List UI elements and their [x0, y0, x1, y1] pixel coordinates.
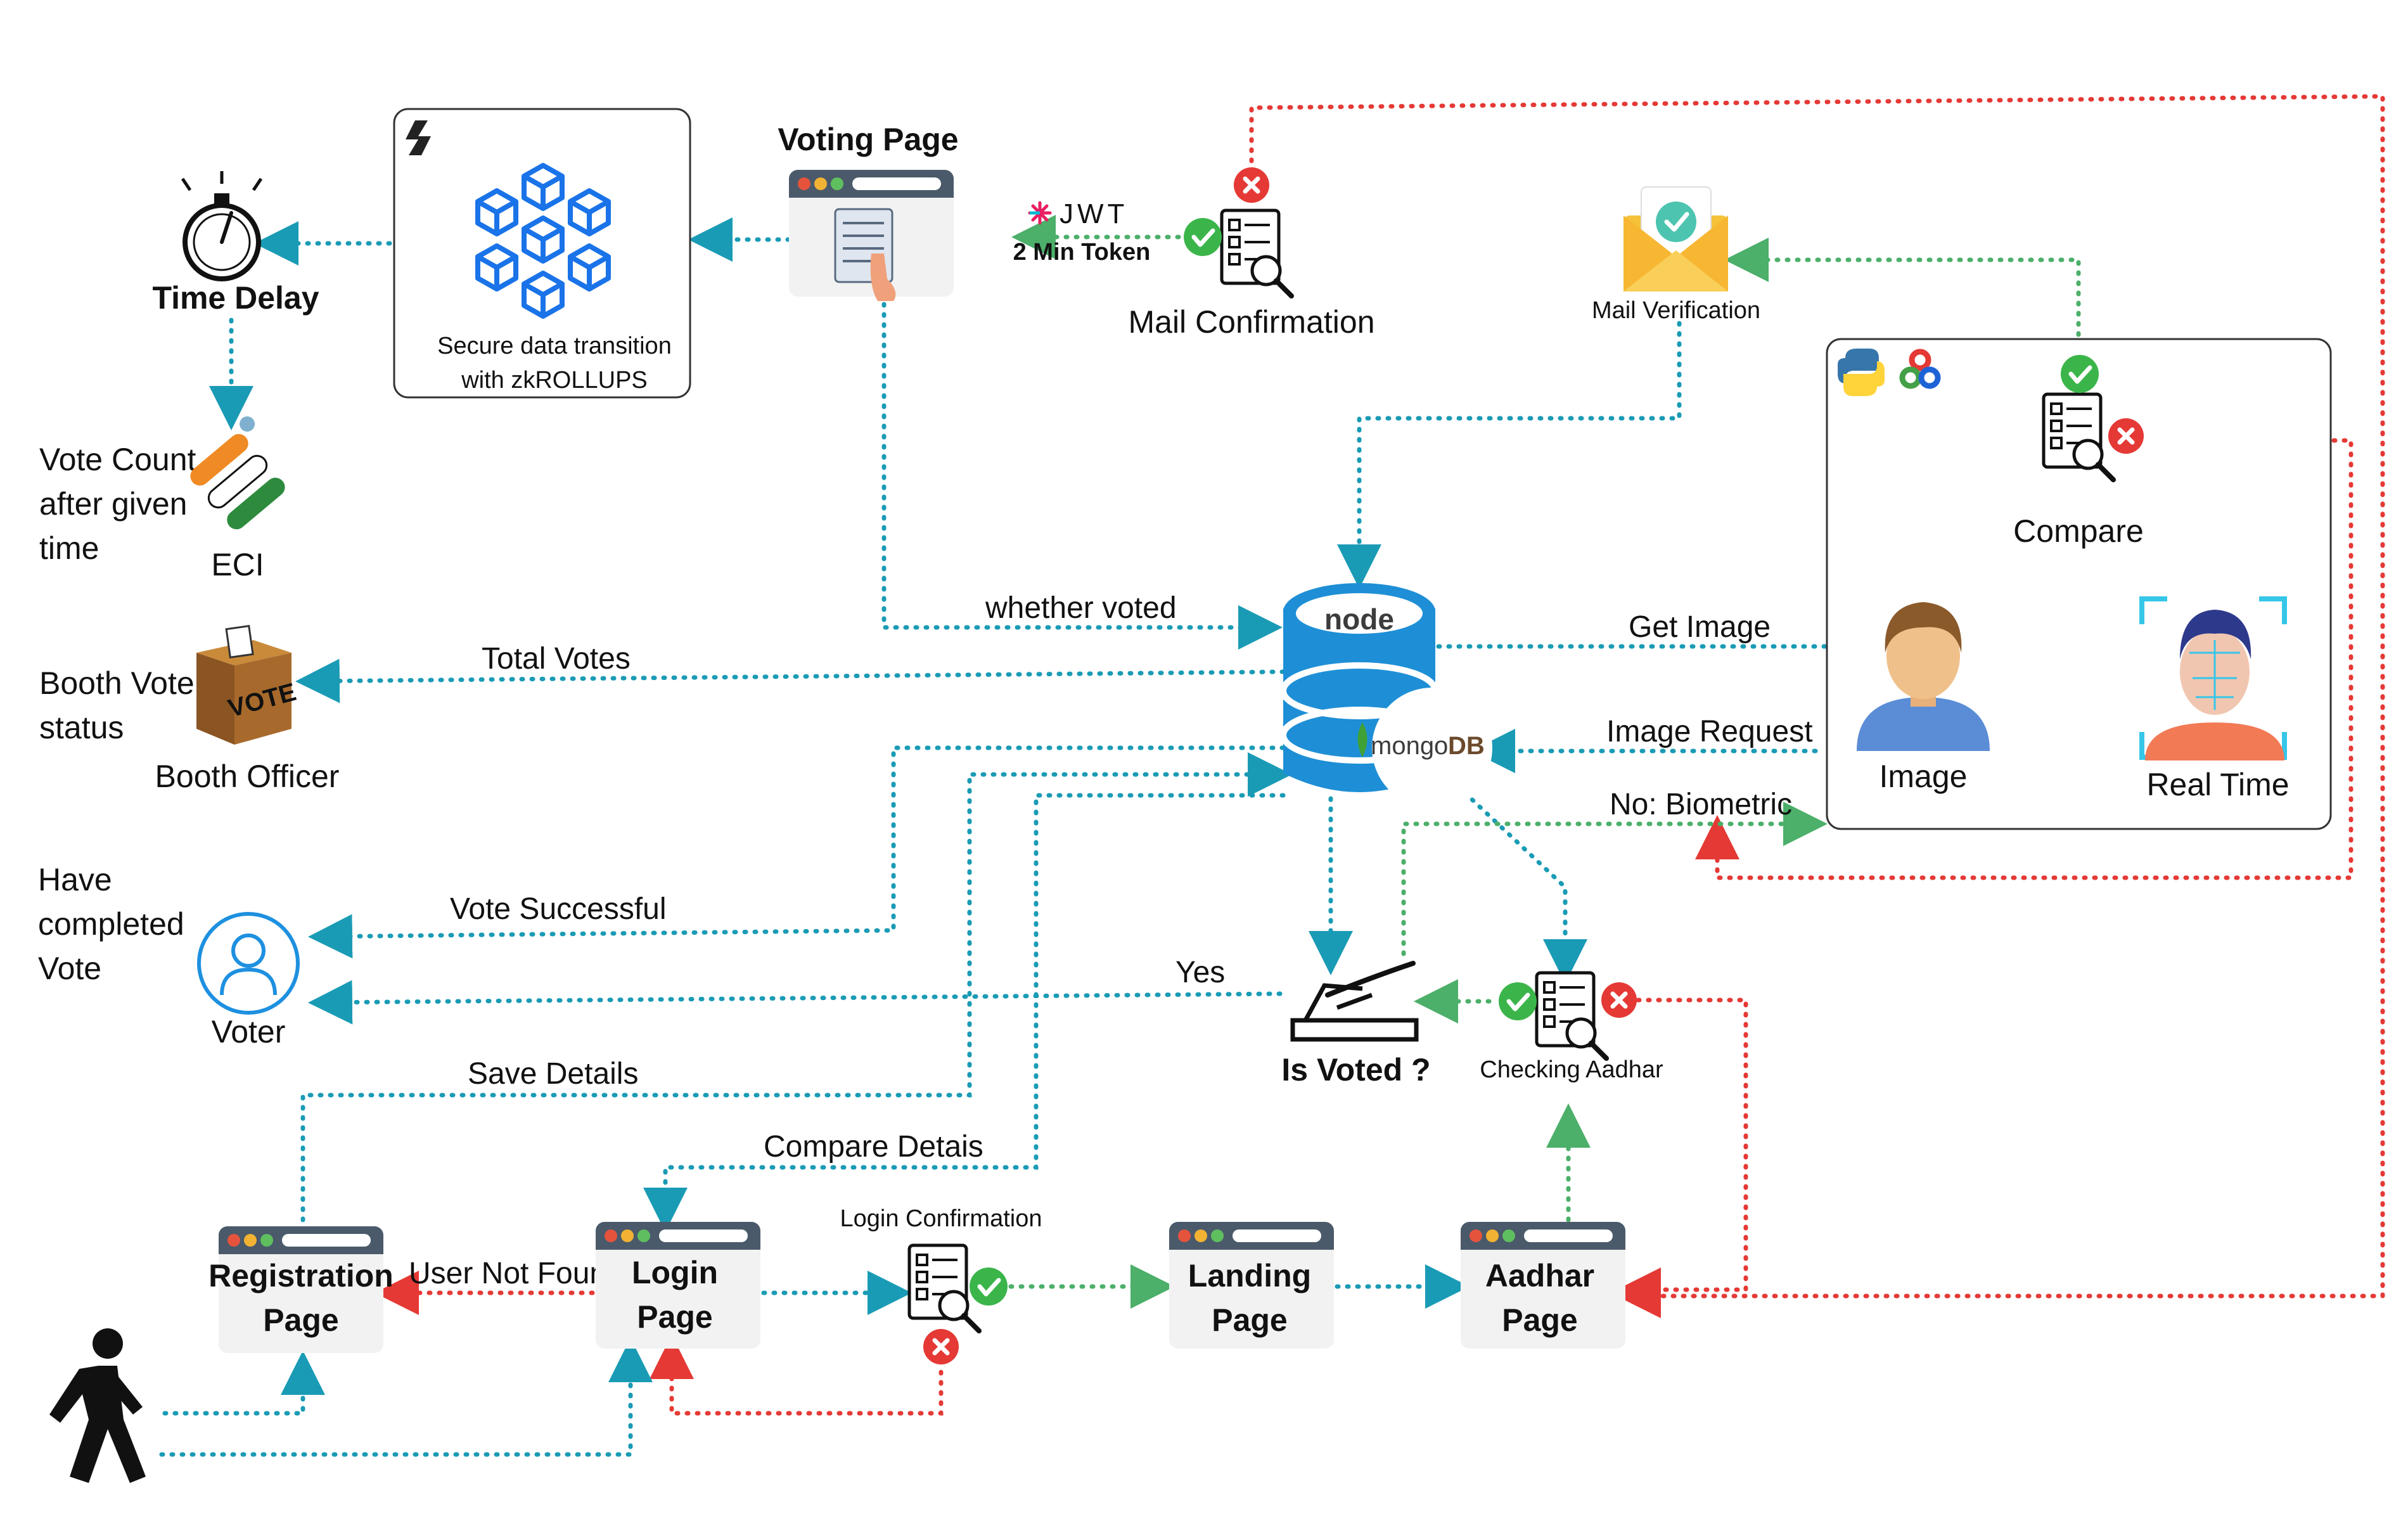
- eci-logo-icon: [190, 416, 285, 530]
- registration-page-node[interactable]: Registration Page: [208, 1226, 394, 1353]
- aadhar-label-2: Page: [1502, 1302, 1578, 1338]
- biometric-panel: Compare Image Real Time: [1826, 338, 2332, 830]
- edge-label-get-image: Get Image: [1629, 610, 1771, 644]
- login-confirmation-doc-icon: [909, 1245, 979, 1331]
- mail-confirmation-label: Mail Confirmation: [1128, 304, 1374, 340]
- login-page-node[interactable]: Login Page: [596, 1222, 760, 1349]
- edge-label-yes: Yes: [1175, 956, 1225, 989]
- mongo-leaf-icon: [1357, 722, 1367, 757]
- compare-label: Compare: [2013, 513, 2144, 549]
- node-logo-text: node: [1324, 603, 1394, 636]
- edge-label-user-not-found: User Not Found: [409, 1257, 624, 1290]
- checking-aadhar-node: Checking Aadhar: [1480, 973, 1663, 1083]
- vote-count-line1: Vote Count: [39, 442, 196, 477]
- voter-label: Voter: [212, 1014, 286, 1049]
- opencv-logo-icon: [1899, 349, 1941, 389]
- vote-count-line3: time: [39, 530, 99, 566]
- checking-aadhar-x-icon: [1601, 982, 1637, 1018]
- have-completed-line2: completed: [38, 906, 184, 942]
- checking-aadhar-doc-icon: [1537, 973, 1606, 1058]
- edge-label-whether-voted: whether voted: [985, 591, 1177, 625]
- node-mongodb-db: node mongo DB: [1280, 583, 1492, 808]
- checking-aadhar-check-icon: [1499, 982, 1537, 1020]
- is-voted-node: Is Voted ?: [1281, 961, 1431, 1088]
- zk-caption-line1: Secure data transition: [437, 333, 672, 359]
- time-delay-node: Time Delay: [152, 171, 319, 316]
- landing-label-1: Landing: [1188, 1258, 1311, 1293]
- voter-avatar-icon: [197, 912, 300, 1015]
- login-confirmation-node: Login Confirmation: [840, 1205, 1042, 1364]
- real-time-label: Real Time: [2146, 767, 2289, 802]
- edges: [159, 94, 2385, 1457]
- mail-confirmation-node: Mail Confirmation: [1128, 167, 1375, 340]
- user-avatar-icon: [1857, 602, 1990, 751]
- mail-verification-label: Mail Verification: [1592, 297, 1760, 324]
- mail-confirmation-doc-icon: [1222, 210, 1291, 296]
- finger-icon: [870, 254, 896, 301]
- hand-ballot-icon: [1290, 961, 1419, 1042]
- mongo-logo-text-2: DB: [1448, 732, 1485, 760]
- have-completed-line1: Have: [38, 862, 112, 897]
- compare-check-icon: [2061, 355, 2099, 393]
- vote-count-line2: after given: [39, 486, 187, 522]
- login-confirmation-x-icon: [923, 1329, 959, 1364]
- starknet-logo-icon: [406, 120, 431, 155]
- compare-x-icon: [2108, 418, 2144, 454]
- envelope-icon: [1623, 186, 1728, 292]
- edge-label-total-votes: Total Votes: [482, 642, 631, 676]
- landing-page-node[interactable]: Landing Page: [1169, 1222, 1334, 1349]
- edge-label-image-request: Image Request: [1606, 715, 1813, 748]
- stopwatch-icon: [181, 171, 263, 281]
- voter-node: Have completed Vote Voter: [38, 862, 300, 1049]
- booth-officer-label: Booth Officer: [155, 759, 340, 794]
- walking-person-icon: [49, 1328, 146, 1483]
- jwt-logo-text: JWT: [1060, 198, 1128, 229]
- mail-confirmation-x-icon: [1234, 167, 1269, 203]
- login-confirmation-check-icon: [970, 1268, 1008, 1306]
- face-scan-icon: [2139, 596, 2287, 760]
- edge-label-save-details: Save Details: [468, 1057, 638, 1091]
- eci-node: Vote Count after given time ECI: [39, 416, 285, 582]
- edge-label-vote-successful: Vote Successful: [450, 892, 667, 926]
- mail-verification-node: Mail Verification: [1592, 186, 1760, 324]
- registration-label-1: Registration: [208, 1258, 394, 1293]
- is-voted-label: Is Voted ?: [1281, 1052, 1430, 1088]
- voting-browser-icon: [789, 170, 954, 301]
- jwt-star-icon: [1028, 201, 1052, 225]
- login-label-1: Login: [632, 1255, 718, 1290]
- database-cylinder-icon: [1280, 583, 1492, 808]
- ballot-box-icon: VOTE: [196, 625, 299, 745]
- mongo-logo-text-1: mongo: [1371, 732, 1448, 760]
- aadhar-label-1: Aadhar: [1485, 1258, 1594, 1293]
- image-label: Image: [1880, 759, 1968, 794]
- zk-caption-line2: with zkROLLUPS: [461, 367, 648, 394]
- python-logo-icon: [1838, 349, 1885, 396]
- jwt-token-label: 2 Min Token: [1013, 239, 1151, 266]
- edge-label-compare-details: Compare Detais: [764, 1130, 983, 1164]
- time-delay-label: Time Delay: [152, 280, 319, 316]
- booth-status-line2: status: [39, 710, 124, 745]
- have-completed-line3: Vote: [38, 951, 101, 986]
- booth-status-line1: Booth Vote: [39, 665, 195, 701]
- mail-confirmation-check-icon: [1184, 218, 1222, 256]
- voting-page-node: Voting Page: [778, 122, 959, 301]
- registration-label-2: Page: [263, 1302, 339, 1338]
- checking-aadhar-label: Checking Aadhar: [1480, 1056, 1663, 1083]
- login-label-2: Page: [637, 1299, 713, 1335]
- jwt-node: JWT 2 Min Token: [1013, 198, 1151, 266]
- booth-officer-node: Booth Vote status VOTE Booth Officer: [39, 625, 340, 794]
- edge-label-no-biometric: No: Biometric: [1610, 788, 1792, 821]
- zk-rollups-panel: Secure data transition with zkROLLUPS: [393, 108, 691, 399]
- login-confirmation-label: Login Confirmation: [840, 1205, 1042, 1232]
- aadhar-page-node[interactable]: Aadhar Page: [1461, 1222, 1625, 1349]
- voting-page-title: Voting Page: [778, 122, 958, 157]
- eci-label: ECI: [211, 547, 264, 582]
- landing-label-2: Page: [1212, 1302, 1288, 1338]
